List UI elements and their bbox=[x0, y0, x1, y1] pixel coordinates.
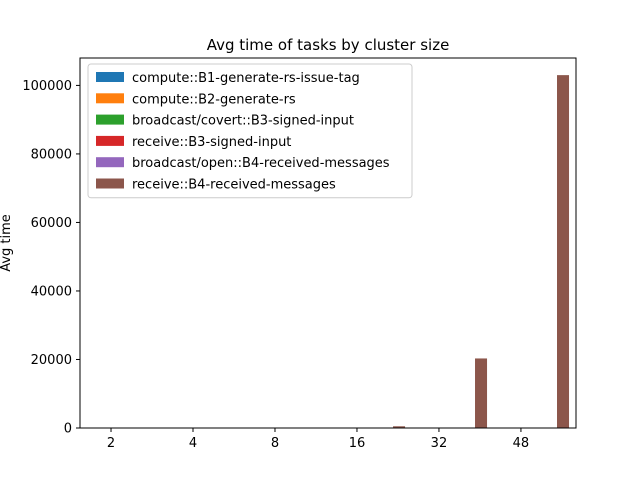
x-tick-label: 32 bbox=[431, 436, 448, 451]
chart-title: Avg time of tasks by cluster size bbox=[207, 36, 450, 54]
x-tick-label: 2 bbox=[107, 436, 115, 451]
y-axis-label: Avg time bbox=[0, 214, 14, 272]
x-tick-label: 4 bbox=[189, 436, 197, 451]
legend-entry-label: compute::B1-generate-rs-issue-tag bbox=[132, 71, 360, 86]
legend-swatch bbox=[96, 157, 124, 168]
legend-swatch bbox=[96, 93, 124, 104]
y-axis: 0 20000 40000 60000 80000 100000 bbox=[22, 79, 80, 437]
y-tick-label: 0 bbox=[64, 422, 72, 437]
x-tick-label: 8 bbox=[271, 436, 279, 451]
legend-swatch bbox=[96, 178, 124, 189]
legend-entry-label: receive::B4-received-messages bbox=[132, 178, 336, 193]
y-tick-label: 80000 bbox=[31, 147, 72, 162]
legend: compute::B1-generate-rs-issue-tagcompute… bbox=[87, 63, 413, 199]
legend-entry-label: broadcast/covert::B3-signed-input bbox=[132, 114, 354, 129]
y-tick-label: 100000 bbox=[22, 79, 72, 94]
y-tick-label: 20000 bbox=[31, 353, 72, 368]
bar-32-series-6 bbox=[475, 358, 488, 428]
legend-swatch bbox=[96, 135, 124, 146]
legend-swatch bbox=[96, 114, 124, 125]
plot-frame bbox=[79, 57, 577, 429]
bars-group bbox=[393, 75, 570, 428]
y-tick-label: 60000 bbox=[31, 216, 72, 231]
legend-entry-label: receive::B3-signed-input bbox=[132, 135, 291, 150]
bar-16-series-6 bbox=[393, 426, 406, 428]
legend-box bbox=[87, 63, 413, 199]
x-tick-label: 16 bbox=[349, 436, 366, 451]
legend-entry-label: broadcast/open::B4-received-messages bbox=[132, 156, 390, 171]
legend-swatch bbox=[96, 72, 124, 82]
bar-48-series-6 bbox=[557, 75, 570, 428]
legend-entry-label: compute::B2-generate-rs bbox=[132, 92, 296, 107]
x-tick-label: 48 bbox=[513, 436, 530, 451]
y-tick-label: 40000 bbox=[31, 284, 72, 299]
